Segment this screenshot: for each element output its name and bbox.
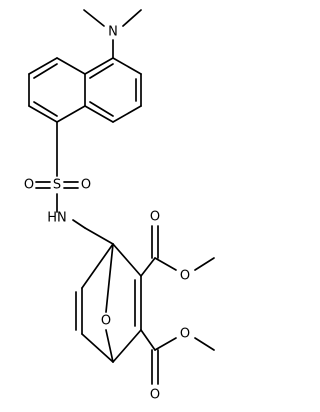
dimethylamino-group — [83, 9, 142, 59]
bond-o-methyl — [194, 257, 215, 271]
bond-ring — [56, 57, 86, 75]
atom-label-o-sulfonyl-right: O — [81, 178, 91, 193]
atom-label-o-ester-lower-carbonyl: O — [150, 388, 160, 403]
bond-ring — [112, 57, 142, 75]
bond-ring-carbonyl — [140, 257, 156, 277]
bond-o-methyl — [194, 337, 215, 351]
bond-bridge-o — [105, 329, 114, 363]
bond-bridge-o — [105, 243, 114, 313]
bond-ring — [112, 105, 142, 123]
bond-ring-inner — [89, 63, 114, 79]
bond-core — [112, 243, 142, 277]
bond-core — [81, 243, 114, 289]
bond-ring — [84, 57, 114, 75]
chemical-structure-diagram: N S O O HN O O O O O — [24, 9, 215, 403]
atom-label-o-ester-lower-ether: O — [180, 327, 190, 342]
bond-c-o-ether — [154, 257, 177, 271]
bond-ring-inner — [33, 63, 58, 79]
atom-label-nh: HN — [47, 211, 67, 226]
bond-methyl-1 — [83, 9, 105, 27]
lower-ester-group — [140, 329, 215, 385]
atom-label-o-ester-upper-carbonyl: O — [150, 210, 160, 225]
naphthalene-ring — [28, 57, 142, 123]
bond-ring — [28, 105, 58, 123]
bond-core — [81, 333, 114, 363]
upper-ester-group — [140, 225, 215, 277]
bond-ring-carbonyl — [140, 329, 156, 351]
bond-ring-inner — [33, 101, 58, 117]
sulfonamide-group — [35, 121, 114, 245]
atom-label-n-dimethyl: N — [108, 25, 118, 40]
bond-c-o-ether — [154, 337, 177, 351]
bond-ring — [28, 57, 58, 75]
bond-ring-inner — [89, 101, 114, 117]
bond-ring — [84, 105, 114, 123]
bond-n-ch2 — [72, 219, 86, 229]
atom-label-s: S — [53, 178, 61, 193]
bond-core — [112, 329, 142, 363]
bond-ch2-bridgehead — [84, 227, 114, 245]
bond-methyl-2 — [122, 9, 142, 27]
atom-label-o-bridge: O — [101, 314, 111, 329]
oxabicycle-core — [75, 243, 142, 363]
atom-label-o-ester-upper-ether: O — [180, 269, 190, 284]
atom-label-o-sulfonyl-left: O — [24, 178, 34, 193]
bond-ring — [56, 105, 86, 123]
